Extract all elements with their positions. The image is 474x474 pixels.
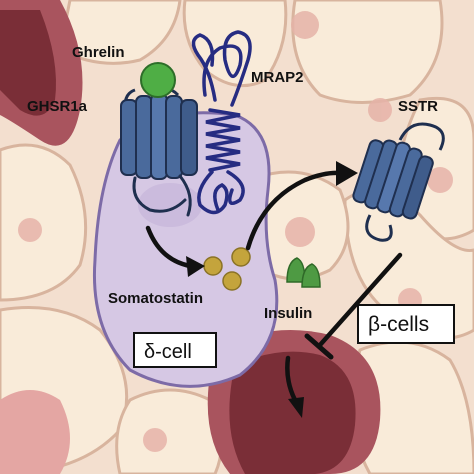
cell-top-center <box>182 0 288 88</box>
ghsr1a-label: GHSR1a <box>27 98 88 115</box>
blood-vessel-bottom-left <box>0 390 70 474</box>
arrows <box>145 170 403 403</box>
ghsr1a-helix <box>150 93 168 180</box>
mrap2-top-loops <box>202 30 252 107</box>
insulin-molecules <box>286 257 321 288</box>
delta-cell-label: δ-cell <box>144 341 192 363</box>
somatostatin-granules <box>203 247 251 291</box>
inhibition-bar <box>304 333 334 360</box>
ghsr1a-helix <box>120 99 138 176</box>
nuclei <box>18 11 453 452</box>
arrowhead <box>336 161 358 186</box>
ghrelin-ligand <box>140 62 176 98</box>
somatostatin-label: Somatostatin <box>108 290 203 307</box>
mrap2-tail <box>226 170 245 206</box>
arrow-somatostatin-to-sstr <box>245 170 343 251</box>
mrap2-helix <box>205 108 241 172</box>
somatostatin-granule <box>231 247 251 267</box>
arrowhead <box>186 256 205 277</box>
mrap2-top-loops <box>191 33 217 102</box>
mrap2-protein <box>191 30 252 215</box>
arrow-ghrelin-to-somatostatin <box>145 225 193 269</box>
insulin-molecule <box>301 263 321 288</box>
cell-top-right <box>291 0 444 104</box>
nucleus <box>291 11 319 39</box>
cell-bottom-center <box>115 388 223 474</box>
delta-cell-nucleus <box>138 183 202 227</box>
blood-vessel-bottom-right-inner <box>229 351 356 474</box>
ghsr1a-helix <box>135 95 153 179</box>
somatostatin-granule <box>203 256 223 276</box>
nucleus <box>285 217 315 247</box>
arrow-insulin-secretion <box>285 355 298 403</box>
nucleus <box>143 428 167 452</box>
inhibition-sstr-to-insulin <box>317 252 403 348</box>
sstr-loop <box>398 122 445 151</box>
mrap2-label: MRAP2 <box>251 69 304 86</box>
sstr-helix <box>401 155 434 220</box>
nucleus <box>427 167 453 193</box>
nucleus <box>18 218 42 242</box>
blood-vessel-top-left-inner <box>0 10 56 116</box>
ghsr1a-tail <box>132 174 192 217</box>
beta-cells-label: β-cells <box>368 313 429 336</box>
nucleus <box>368 98 392 122</box>
cell-left-middle <box>0 143 88 302</box>
ghsr1a-helix <box>180 99 198 176</box>
sstr-tail <box>365 214 393 242</box>
arrowhead <box>288 397 304 418</box>
sstr-receptor <box>352 122 445 242</box>
ghsr1a-helix <box>165 95 183 179</box>
beta-cells-label-box <box>357 304 455 344</box>
sstr-label: SSTR <box>398 98 438 115</box>
ghrelin-label: Ghrelin <box>72 44 125 61</box>
insulin-label: Insulin <box>264 305 312 322</box>
delta-cell-label-box <box>133 332 217 368</box>
mrap2-tail <box>197 170 229 215</box>
somatostatin-granule <box>222 271 242 291</box>
ghsr1a-receptor <box>120 87 198 217</box>
